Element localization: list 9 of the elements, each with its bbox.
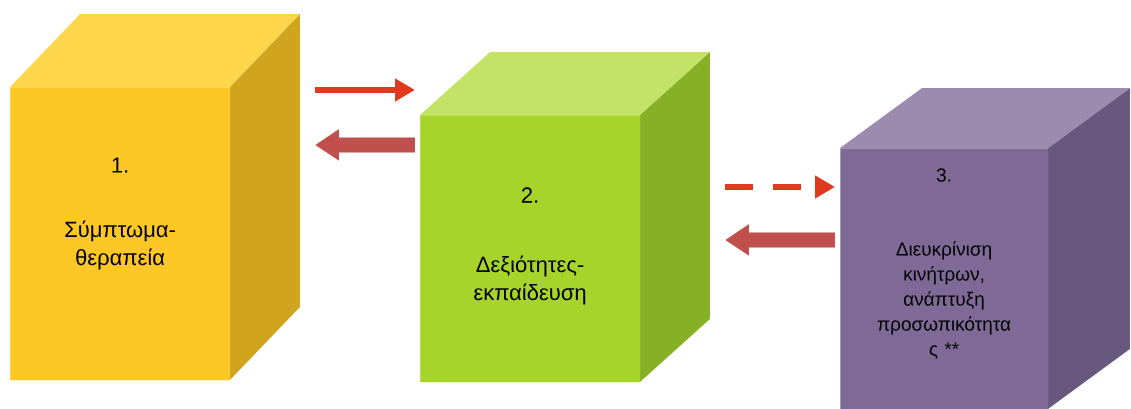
cube: [420, 52, 710, 383]
cube-label: Διευκρίνιση κινήτρων, ανάπτυξη προσωπικότητα ς **: [877, 241, 1011, 359]
cube-number: 3.: [936, 168, 951, 182]
cube-number: 1.: [112, 157, 128, 173]
cube-label: Δεξιότητες- εκπαίδευση: [474, 255, 586, 305]
cube: [10, 14, 300, 381]
cube: [840, 88, 1130, 409]
cube-label: Σύμπτωμα- θεραπεία: [65, 220, 175, 270]
cube-number: 2.: [521, 187, 538, 203]
